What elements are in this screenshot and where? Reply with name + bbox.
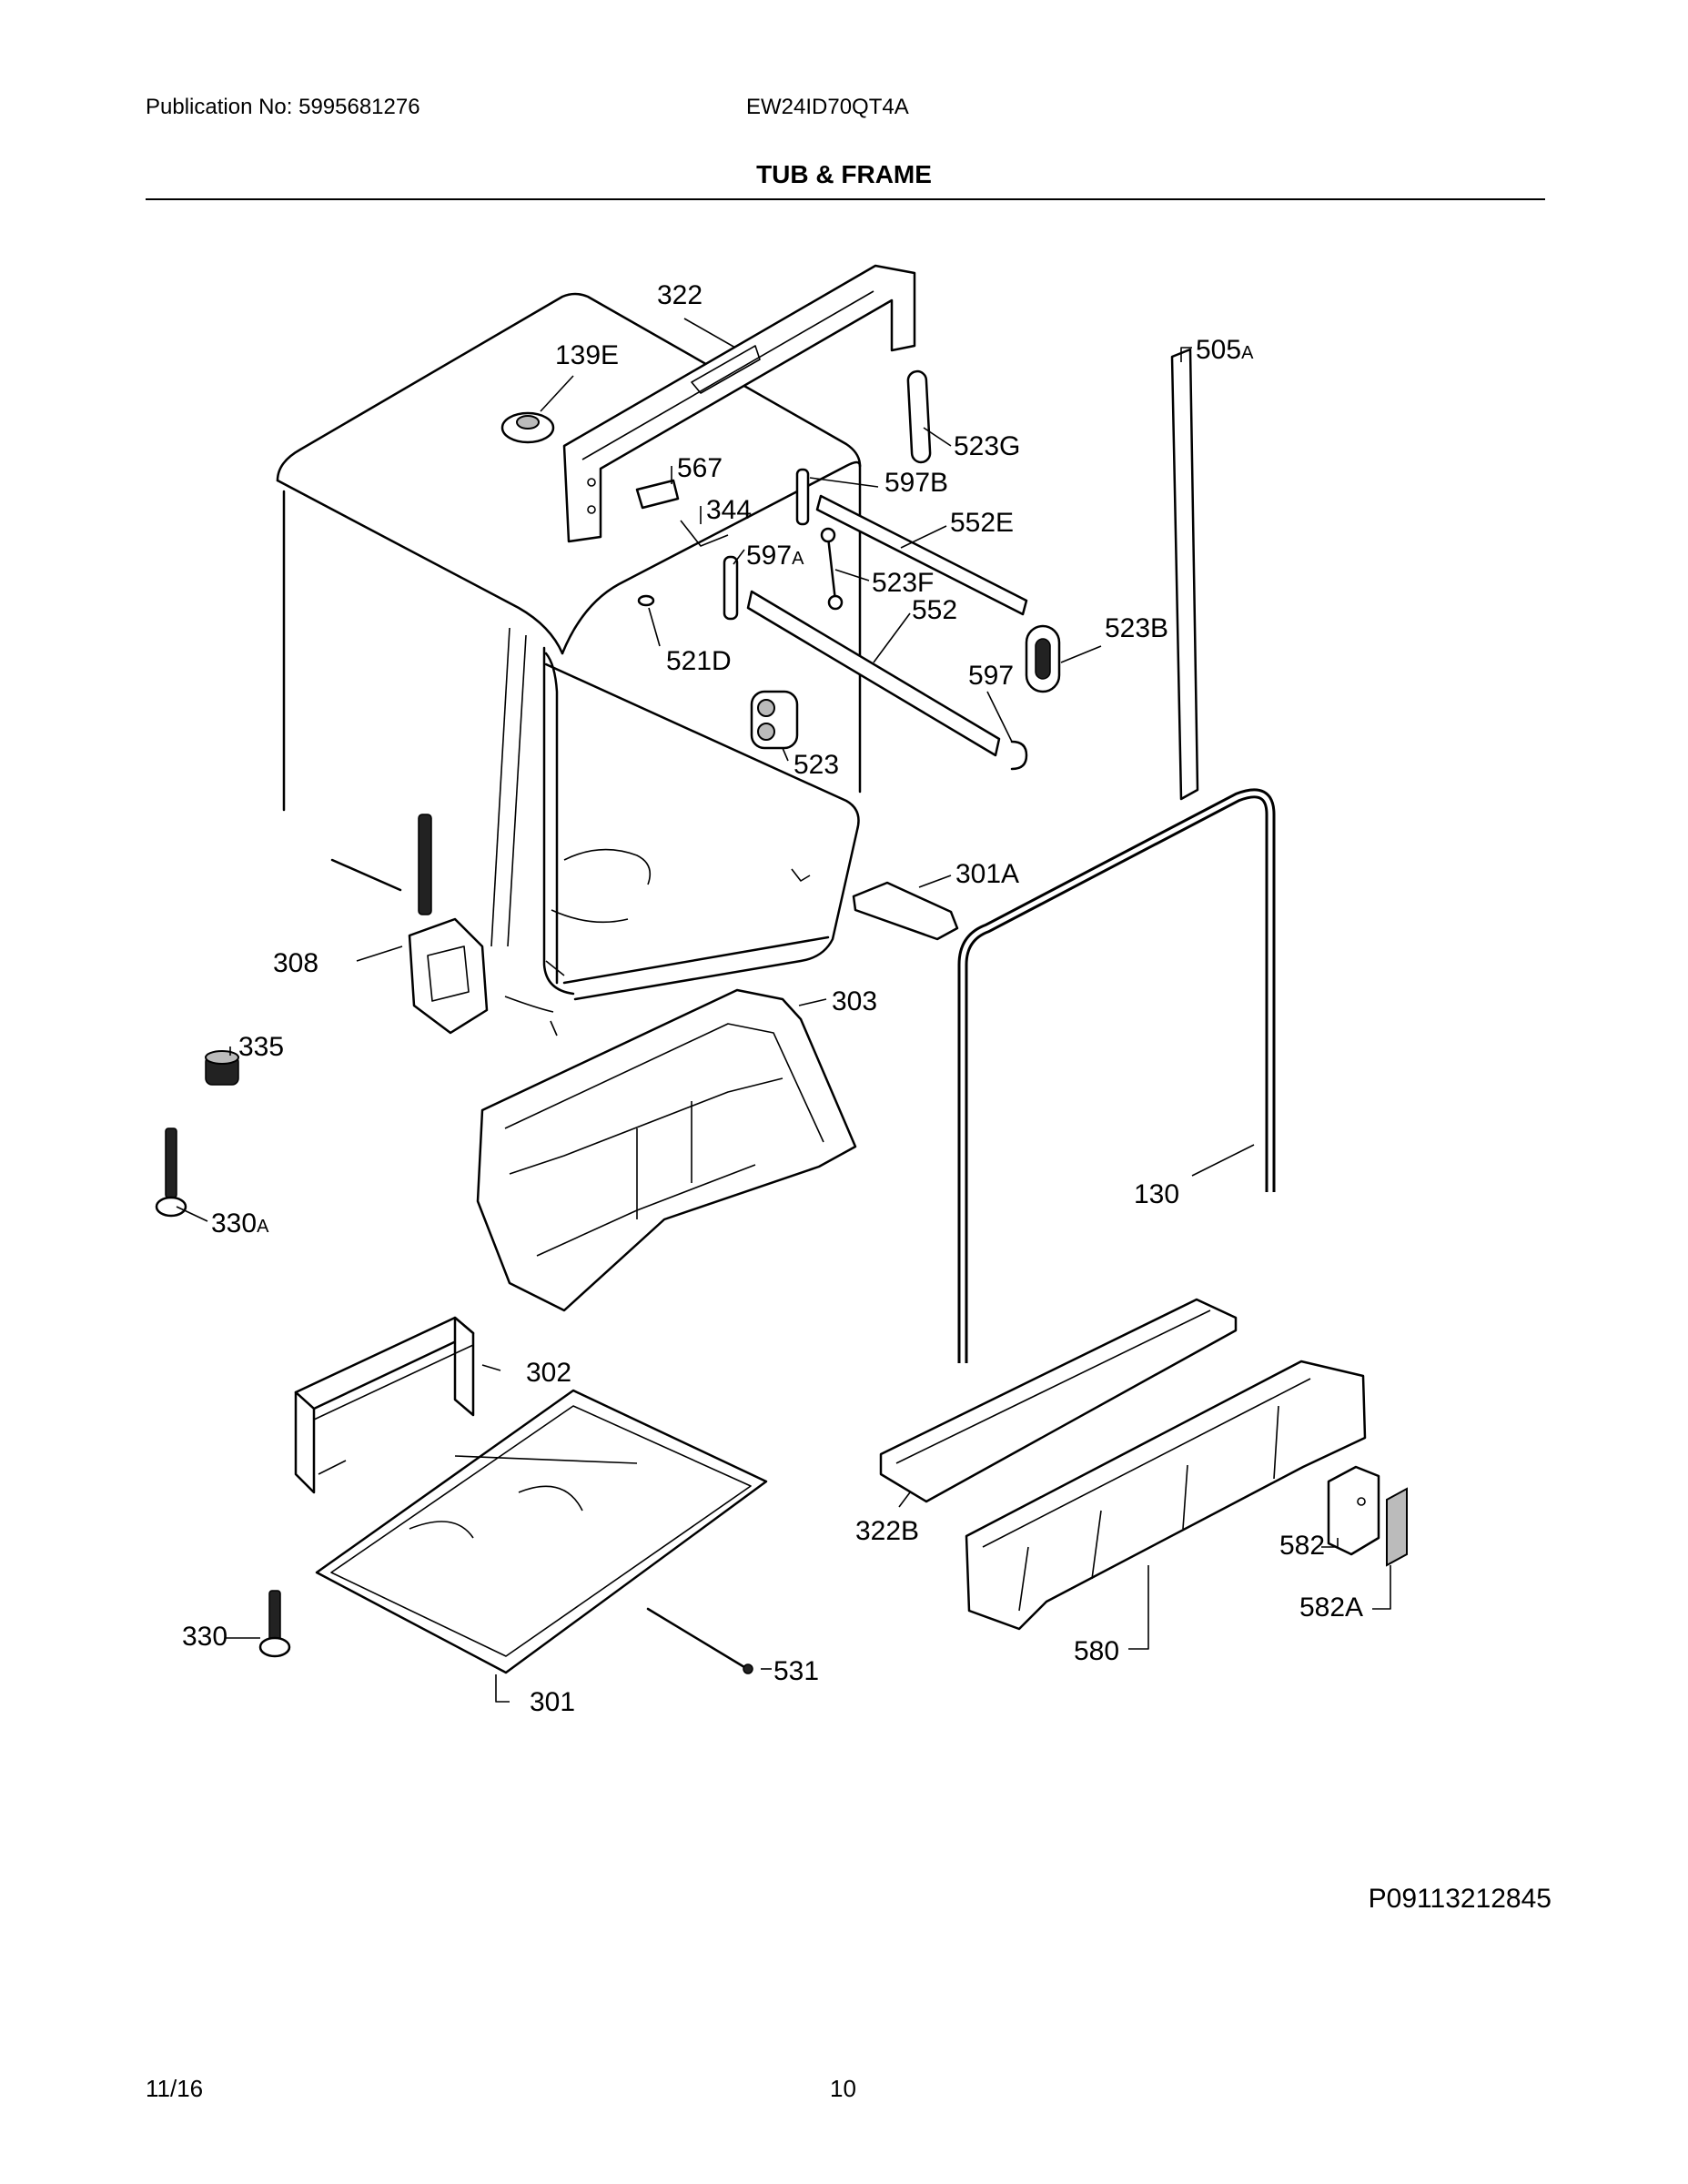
callout-597: 597	[968, 661, 1014, 691]
part-523F	[826, 535, 837, 602]
part-523B	[1025, 624, 1061, 693]
part-552E-rail	[815, 494, 1028, 616]
callout-552: 552	[912, 595, 957, 625]
callout-531: 531	[773, 1656, 819, 1686]
part-521D	[637, 594, 655, 607]
part-303-base	[476, 988, 857, 1312]
callout-302: 302	[526, 1358, 571, 1388]
callout-505A: 505A	[1196, 335, 1254, 365]
callout-301: 301	[530, 1687, 575, 1717]
part-308-hinge	[330, 814, 489, 1035]
callout-582A: 582A	[1299, 1592, 1363, 1623]
part-523-fitting	[750, 690, 799, 750]
callout-130: 130	[1134, 1179, 1179, 1209]
part-582-box	[1327, 1465, 1380, 1556]
callout-301A: 301A	[955, 859, 1019, 889]
part-322-bracket	[562, 264, 916, 543]
part-335-gear	[205, 1050, 239, 1086]
callout-597A: 597A	[746, 541, 804, 571]
part-139E-hub	[500, 411, 555, 444]
callout-303: 303	[832, 986, 877, 1016]
part-330-screw	[258, 1590, 291, 1658]
callout-582: 582	[1279, 1531, 1325, 1561]
callout-308: 308	[273, 948, 318, 978]
callout-139E: 139E	[555, 340, 619, 370]
part-301A	[852, 881, 959, 941]
model-number: EW24ID70QT4A	[746, 95, 909, 119]
part-582A-card	[1386, 1487, 1408, 1567]
tub	[276, 292, 862, 1036]
callout-322: 322	[657, 280, 702, 310]
part-130-gasket	[957, 788, 1276, 1363]
publication-number: Publication No: 5995681276	[146, 95, 420, 119]
callout-597B: 597B	[884, 468, 948, 498]
part-301-base-pan	[315, 1389, 768, 1674]
part-344-wire	[680, 520, 729, 547]
diagram-number: P09113212845	[1368, 1884, 1552, 1914]
callout-523G: 523G	[954, 431, 1020, 461]
page-number: 10	[830, 2075, 856, 2102]
part-330A-screw	[155, 1127, 187, 1218]
publication-date: 11/16	[146, 2075, 204, 2102]
part-567-clip	[635, 479, 680, 510]
part-302-panel	[294, 1316, 475, 1494]
callout-344: 344	[706, 495, 752, 525]
part-597B	[795, 468, 810, 526]
callout-521D: 521D	[666, 646, 732, 676]
callout-322B: 322B	[855, 1516, 919, 1546]
callout-567: 567	[677, 453, 723, 483]
callout-330: 330	[182, 1622, 227, 1652]
part-523G	[906, 369, 932, 464]
section-title: TUB & FRAME	[756, 160, 932, 188]
callout-580: 580	[1074, 1636, 1119, 1666]
part-505A-strip	[1170, 348, 1199, 801]
part-552-rail	[746, 590, 1001, 757]
callout-523F: 523F	[872, 568, 934, 598]
part-597-clip	[1010, 740, 1028, 771]
leader-lines	[176, 318, 1391, 1703]
callout-523: 523	[793, 750, 839, 780]
title-rule	[146, 198, 1545, 200]
part-531-rod	[646, 1607, 753, 1674]
part-597A	[723, 555, 739, 621]
callout-335: 335	[238, 1032, 284, 1062]
callout-330A: 330A	[211, 1208, 269, 1239]
part-580-frame	[965, 1360, 1367, 1631]
callout-523B: 523B	[1105, 613, 1168, 643]
callout-labels: 322 139E 505A 523G 567 597B 344 552E 597…	[182, 280, 1363, 1717]
part-322B-rail	[879, 1298, 1238, 1503]
callout-552E: 552E	[950, 508, 1014, 538]
